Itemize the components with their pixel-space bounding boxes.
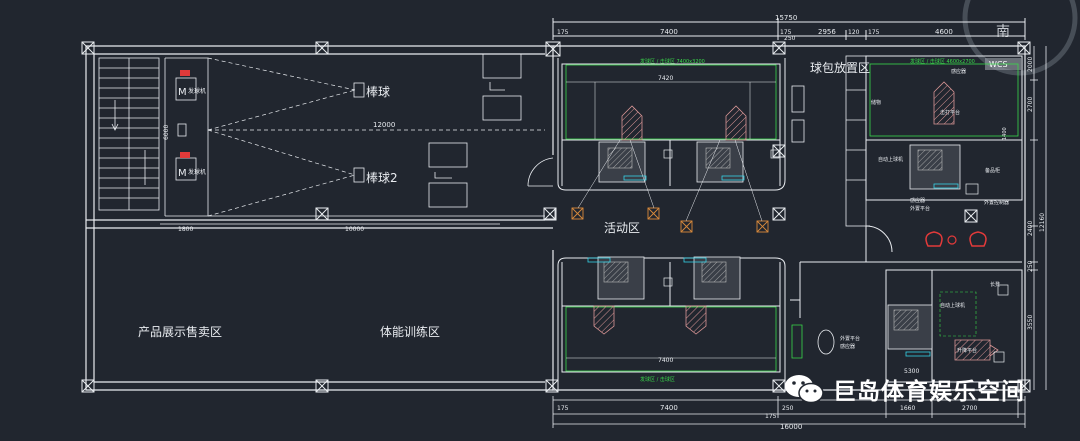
dim-right-2700: 2700 (1027, 97, 1034, 112)
watermark: 巨岛体育娱乐空间 (783, 371, 1025, 407)
baseball-lane-2-label: 棒球2 (366, 171, 398, 185)
baseball-lanes (164, 57, 545, 217)
dim-bottom-1800: 1800 (178, 226, 193, 233)
dim-top-175a: 175 (557, 29, 569, 36)
dim-right-250: 250 (1027, 260, 1034, 272)
wechat-icon (785, 375, 824, 404)
dim-strip-175b: 175 (765, 413, 777, 420)
dim-strip-7400: 7400 (660, 404, 678, 412)
dim-strip-2700: 2700 (962, 405, 977, 412)
trajectory-lines (207, 57, 545, 217)
batting-boxes (353, 53, 522, 208)
top-hitting-mats (598, 105, 780, 183)
right-dimension-chain (1030, 46, 1047, 390)
green-label-top-left: 发球区 / 击球区 7400x3200 (640, 58, 705, 65)
bottom-bay-green-zone (565, 306, 777, 372)
top-bays (557, 58, 786, 191)
bottom-bays (557, 257, 786, 380)
label-hit-platform: 击打平台 (940, 109, 960, 116)
label-station: 备品柜 (985, 167, 1000, 174)
label-sensor2: 外置控制器 (984, 199, 1009, 206)
label-auto-hit: 自动上球机 (878, 156, 903, 163)
watermark-text: 巨岛体育娱乐空间 (833, 379, 1025, 405)
label-auto-hit-2: 自动上球机 (940, 302, 965, 309)
label-sensor-3: 感应器 (840, 343, 855, 350)
dim-right-3550: 3550 (1027, 315, 1034, 330)
dim-left-6000: 6000 (163, 125, 170, 140)
green-label-bottom-left: 发球区 / 击球区 (640, 376, 675, 383)
machine-tag-top: M (178, 87, 187, 98)
dim-top-175c: 175 (868, 29, 880, 36)
fitness-training-label: 体能训练区 (380, 324, 440, 339)
dim-bottom-16000: 16000 (780, 423, 802, 431)
machine-indicator-bottom (180, 152, 190, 158)
bottom-hitting-mats (587, 256, 741, 335)
green-label-top-right: 发球区 / 击球区 4600x2700 (910, 58, 975, 65)
dim-inner-7420: 7420 (658, 75, 673, 82)
right-rooms (790, 55, 1023, 383)
wcs-label: WCS (989, 60, 1008, 69)
dim-strip-250: 250 (782, 405, 794, 412)
compass-south-label: 南 (996, 24, 1010, 40)
structural-columns (81, 41, 1031, 393)
dim-right-2000: 2000 (1027, 57, 1034, 72)
pitching-machine-label-bottom: 发球机 (188, 168, 206, 176)
dim-lane-length: 12000 (373, 121, 395, 129)
dim-strip-175: 175 (557, 405, 569, 412)
dim-top-120: 120 (848, 29, 860, 36)
ball-bag-area-label: 球包放置区 (810, 60, 870, 75)
pitching-machine-label-top: 发球机 (188, 87, 206, 95)
ball-bag-shelves (791, 55, 867, 227)
dim-top-175b: 175 (780, 29, 792, 36)
label-sensor: 感应器 (951, 68, 966, 75)
activity-rays (577, 139, 763, 222)
top-dimension-chain (552, 18, 1026, 40)
dim-right-12160: 12160 (1039, 213, 1046, 232)
staircase (98, 57, 160, 211)
door-arc (527, 157, 554, 187)
dim-right-2400: 2400 (1027, 221, 1034, 236)
bottom-dimension-chain (552, 396, 1026, 428)
label-storage: 储物 (871, 99, 881, 106)
dim-right-1400: 1400 (1002, 127, 1008, 140)
label-sensor-2: 感应器 (910, 197, 925, 204)
activity-area-label: 活动区 (604, 221, 640, 235)
baseball-lane-1-label: 棒球 (366, 85, 390, 99)
dim-inner-7400: 7400 (658, 357, 673, 364)
label-wide-area: 升降平台 (957, 347, 977, 354)
dim-bottom-10000: 10000 (345, 226, 364, 233)
dim-bottom-5300: 5300 (904, 368, 919, 375)
dim-top-250: 250 (784, 35, 796, 42)
dim-strip-1660: 1660 (900, 405, 915, 412)
machine-tag-bottom: M (178, 168, 187, 179)
label-outside-area-2: 外置平台 (840, 335, 860, 342)
product-display-label: 产品展示售卖区 (138, 324, 222, 339)
right-top-green-zone (869, 63, 1019, 137)
label-outside-area: 外置平台 (910, 205, 930, 212)
top-bay-green-zone (565, 64, 777, 140)
dim-top-total: 15750 (775, 14, 797, 22)
activity-lights (543, 207, 769, 233)
dim-top-2956: 2956 (818, 28, 836, 36)
dim-top-4600: 4600 (935, 28, 953, 36)
right-room-equipment (791, 81, 1009, 363)
machine-indicator-top (180, 70, 190, 76)
dim-top-7400: 7400 (660, 28, 678, 36)
label-bench: 长凳 (990, 281, 1000, 288)
